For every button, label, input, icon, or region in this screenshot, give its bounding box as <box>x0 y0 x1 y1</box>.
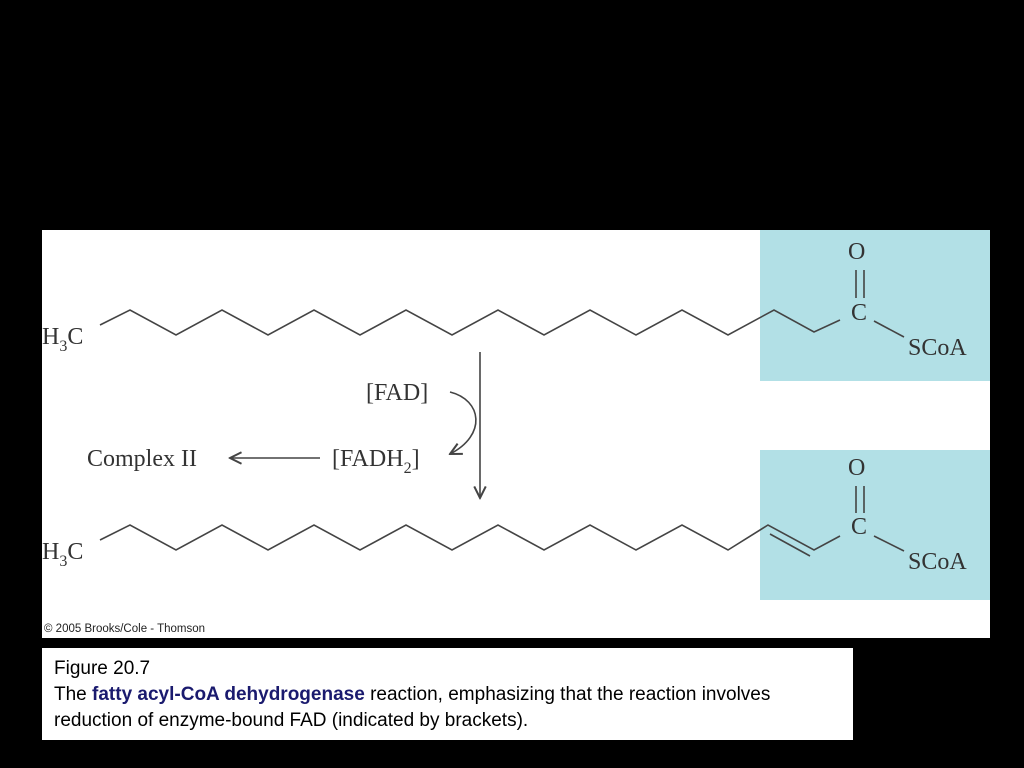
reactant-scoa-label: SCoA <box>908 335 967 361</box>
product-methyl-label: H3C <box>42 539 83 570</box>
complex-ii-label: Complex II <box>87 446 197 472</box>
reaction-figure: H3C C O SCoA [FAD] [FADH2] Complex II H3… <box>42 230 990 638</box>
reaction-diagram: H3C C O SCoA [FAD] [FADH2] Complex II H3… <box>42 230 990 600</box>
enzyme-name: fatty acyl-CoA dehydrogenase <box>92 684 365 705</box>
fad-label: [FAD] <box>366 380 428 406</box>
product-carbonyl-oxygen: O <box>848 455 865 481</box>
product-thioester-bond <box>873 535 905 552</box>
product-thioester-highlight <box>760 450 990 600</box>
product-trans-double-bond <box>769 533 811 557</box>
product-carbon-chain <box>99 524 841 551</box>
product-scoa-label: SCoA <box>908 549 967 575</box>
reactant-methyl-label: H3C <box>42 324 83 355</box>
copyright-notice: © 2005 Brooks/Cole - Thomson <box>44 623 206 635</box>
fadh2-label: [FADH2] <box>332 446 420 477</box>
reactant-carbonyl-carbon: C <box>851 300 867 326</box>
caption-text: The fatty acyl-CoA dehydrogenase reactio… <box>54 684 771 731</box>
reactant-thioester-bond <box>873 320 905 338</box>
reactant-carbonyl-oxygen: O <box>848 239 865 265</box>
reactant-carbon-chain <box>99 309 841 336</box>
reactant-thioester-highlight <box>760 230 990 381</box>
product-carbonyl-carbon: C <box>851 514 867 540</box>
figure-label: Figure 20.7 <box>54 658 151 679</box>
figure-caption: Figure 20.7 The fatty acyl-CoA dehydroge… <box>42 648 853 740</box>
fad-reduction-arrow <box>450 391 477 454</box>
